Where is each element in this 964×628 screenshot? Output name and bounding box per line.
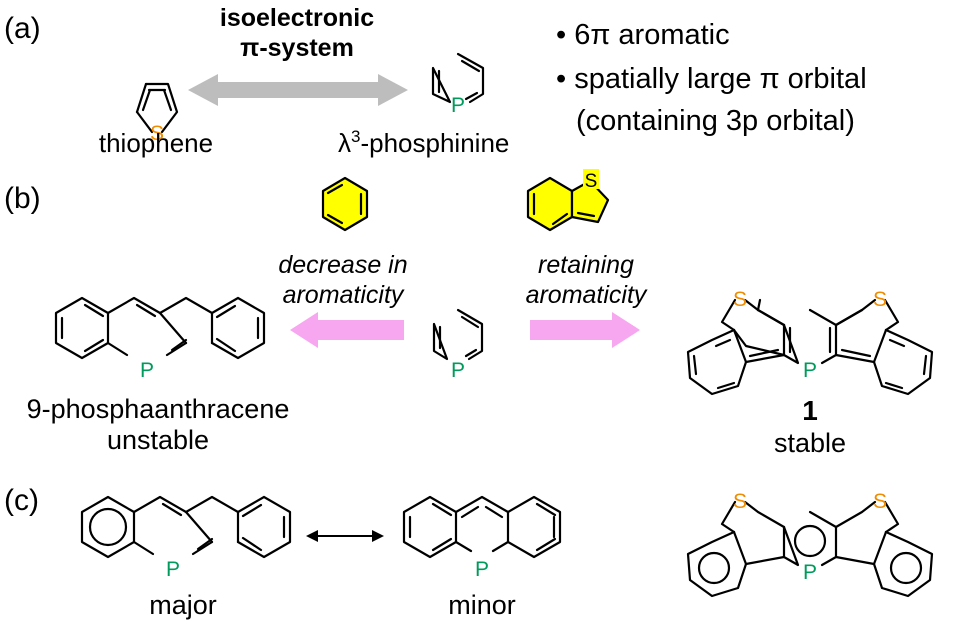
aromatic-right-sulfur: S — [873, 490, 887, 513]
phosphaanthracene-structure-b: P — [54, 296, 266, 382]
panel-label-a: (a) — [4, 12, 41, 45]
major-phosphorus-atom: P — [166, 558, 180, 581]
phosphinine-label: λ3-phosphinine — [338, 127, 509, 158]
retaining-label-line1: retaining — [538, 251, 634, 279]
phosphinine-structure-a: P — [431, 52, 485, 117]
compound-number: 1 — [802, 395, 818, 426]
thiophene-label: thiophene — [99, 128, 213, 158]
minor-label: minor — [448, 590, 516, 620]
panel-label-c: (c) — [4, 484, 39, 517]
phosphaanthracene-name: 9-phosphaanthracene — [27, 394, 290, 424]
compound1-left-sulfur: S — [733, 288, 747, 311]
yellow-benzene-ring — [321, 176, 369, 232]
compound-1-aromatic-structure: S S P — [686, 490, 934, 598]
decrease-label-line1: decrease in — [278, 251, 407, 279]
phosphinine-name: -phosphinine — [360, 128, 509, 158]
thiophene-structure: S — [135, 82, 179, 145]
decrease-aromaticity-arrow — [290, 312, 404, 348]
thiophene-sulfur-atom: S — [150, 122, 164, 145]
retaining-aromaticity-arrow — [530, 312, 640, 348]
bullet-3p-orbital: (containing 3p orbital) — [576, 105, 855, 137]
phosphinine-phosphorus-atom: P — [451, 94, 465, 117]
phosphaanthracene-phosphorus-atom: P — [140, 359, 154, 382]
lambda-symbol: λ — [338, 128, 351, 158]
compound1-right-sulfur: S — [873, 288, 887, 311]
decrease-label-line2: aromaticity — [283, 281, 405, 309]
retaining-label-line2: aromaticity — [526, 281, 648, 309]
isoelectronic-label: isoelectronic — [220, 4, 374, 32]
compound1-phosphorus: P — [803, 359, 817, 382]
phosphaanthracene-status: unstable — [107, 425, 209, 455]
isoelectronic-double-arrow — [188, 74, 408, 106]
panel-label-b: (b) — [4, 182, 41, 215]
benzothiophene-sulfur-atom: S — [585, 171, 598, 192]
compound-1-structure-b: S S P — [686, 288, 934, 396]
bullet-6pi-aromatic: • 6π aromatic — [556, 19, 730, 51]
minor-resonance-structure: P — [402, 495, 562, 581]
compound-1-status: stable — [774, 428, 846, 458]
yellow-benzothiophene: S — [526, 169, 610, 232]
major-resonance-structure: P — [80, 495, 292, 581]
bullet-large-pi-orbital: • spatially large π orbital — [556, 63, 867, 95]
major-label: major — [149, 590, 217, 620]
aromatic-left-sulfur: S — [733, 490, 747, 513]
benzothiophene-s-mask — [583, 169, 599, 189]
lambda-superscript: 3 — [351, 127, 360, 146]
minor-phosphorus-atom: P — [475, 558, 489, 581]
aromatic-phosphorus: P — [803, 561, 817, 584]
central-phosphorus-atom: P — [451, 359, 465, 382]
phosphinine-structure-b: P — [432, 308, 484, 382]
resonance-arrow — [306, 530, 384, 542]
pi-system-label: π-system — [240, 34, 354, 62]
